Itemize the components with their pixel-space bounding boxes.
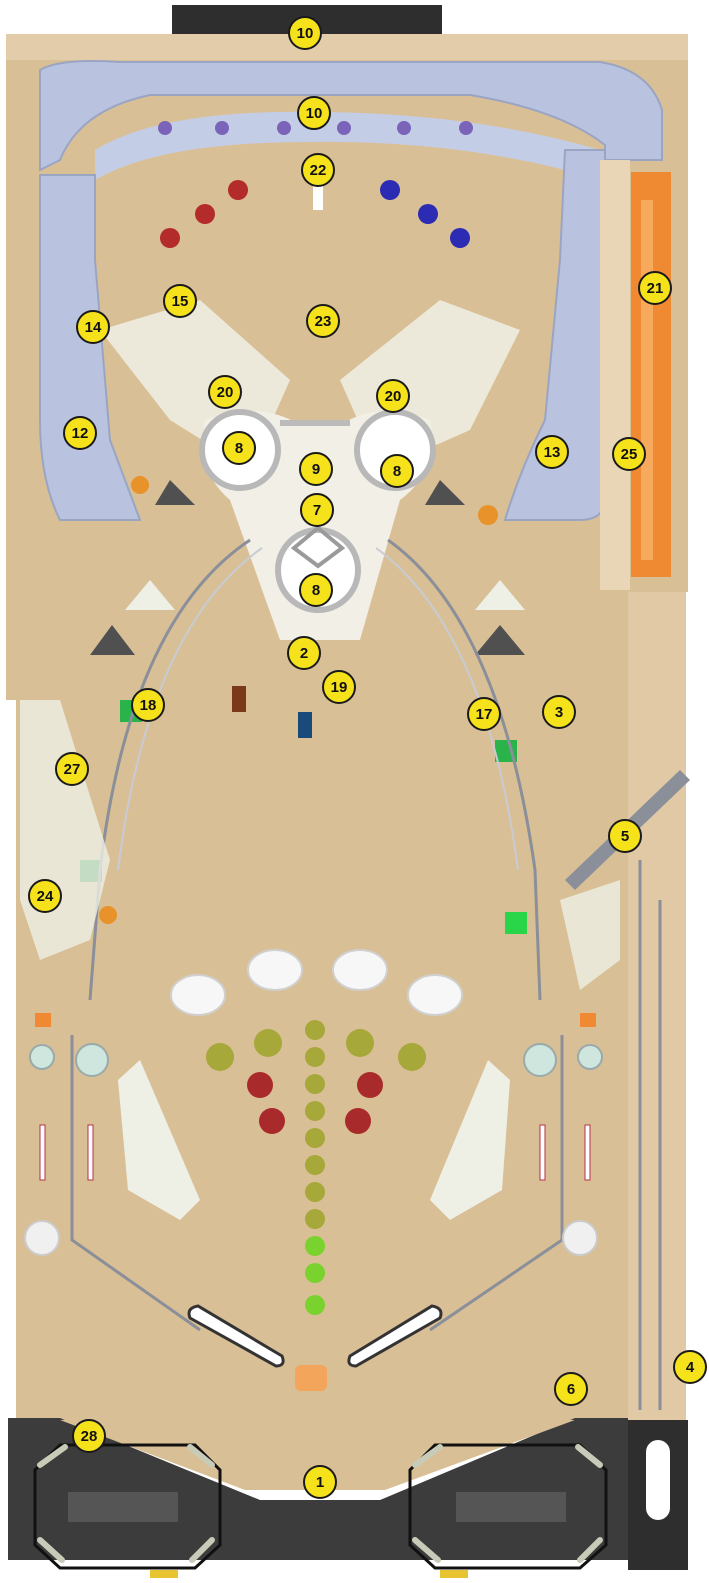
callout: 19: [322, 670, 356, 704]
callout: 20: [376, 379, 410, 413]
callout: 17: [467, 697, 501, 731]
callout: 18: [131, 688, 165, 722]
callout: 21: [638, 271, 672, 305]
callout: 2: [287, 636, 321, 670]
callout: 8: [380, 454, 414, 488]
callout: 10: [288, 16, 322, 50]
callout: 24: [28, 879, 62, 913]
callout: 14: [76, 310, 110, 344]
callout: 4: [673, 1350, 707, 1384]
center-drain-light: [295, 1365, 327, 1391]
left-kickback: [25, 1221, 59, 1255]
callout: 22: [301, 153, 335, 187]
callout: 7: [300, 493, 334, 527]
callout: 8: [222, 431, 256, 465]
arrow-inserts-green: [305, 1236, 325, 1315]
apron-label-left: [68, 1492, 178, 1522]
callout: 23: [306, 304, 340, 338]
callout: 5: [608, 819, 642, 853]
callout: 25: [612, 437, 646, 471]
callout: 12: [63, 416, 97, 450]
floor-mark-right: [440, 1570, 468, 1578]
center-gate: [280, 420, 350, 426]
playfield-top-border: [6, 34, 688, 60]
apron-label-right: [456, 1492, 566, 1522]
callout: 15: [163, 284, 197, 318]
shooter-lane: [628, 592, 686, 1422]
callout: 1: [303, 1465, 337, 1499]
callout: 8: [299, 573, 333, 607]
callout: 6: [554, 1372, 588, 1406]
right-outer-wall: [600, 160, 630, 590]
callout: 27: [55, 752, 89, 786]
floor-mark-left: [150, 1570, 178, 1578]
callout: 10: [297, 96, 331, 130]
callout: 3: [542, 695, 576, 729]
right-kickback: [563, 1221, 597, 1255]
callout: 28: [72, 1419, 106, 1453]
plunger: [646, 1440, 670, 1520]
right-orange-lane-inner: [641, 200, 653, 560]
callout: 13: [535, 435, 569, 469]
callout: 20: [208, 375, 242, 409]
callout: 9: [299, 452, 333, 486]
